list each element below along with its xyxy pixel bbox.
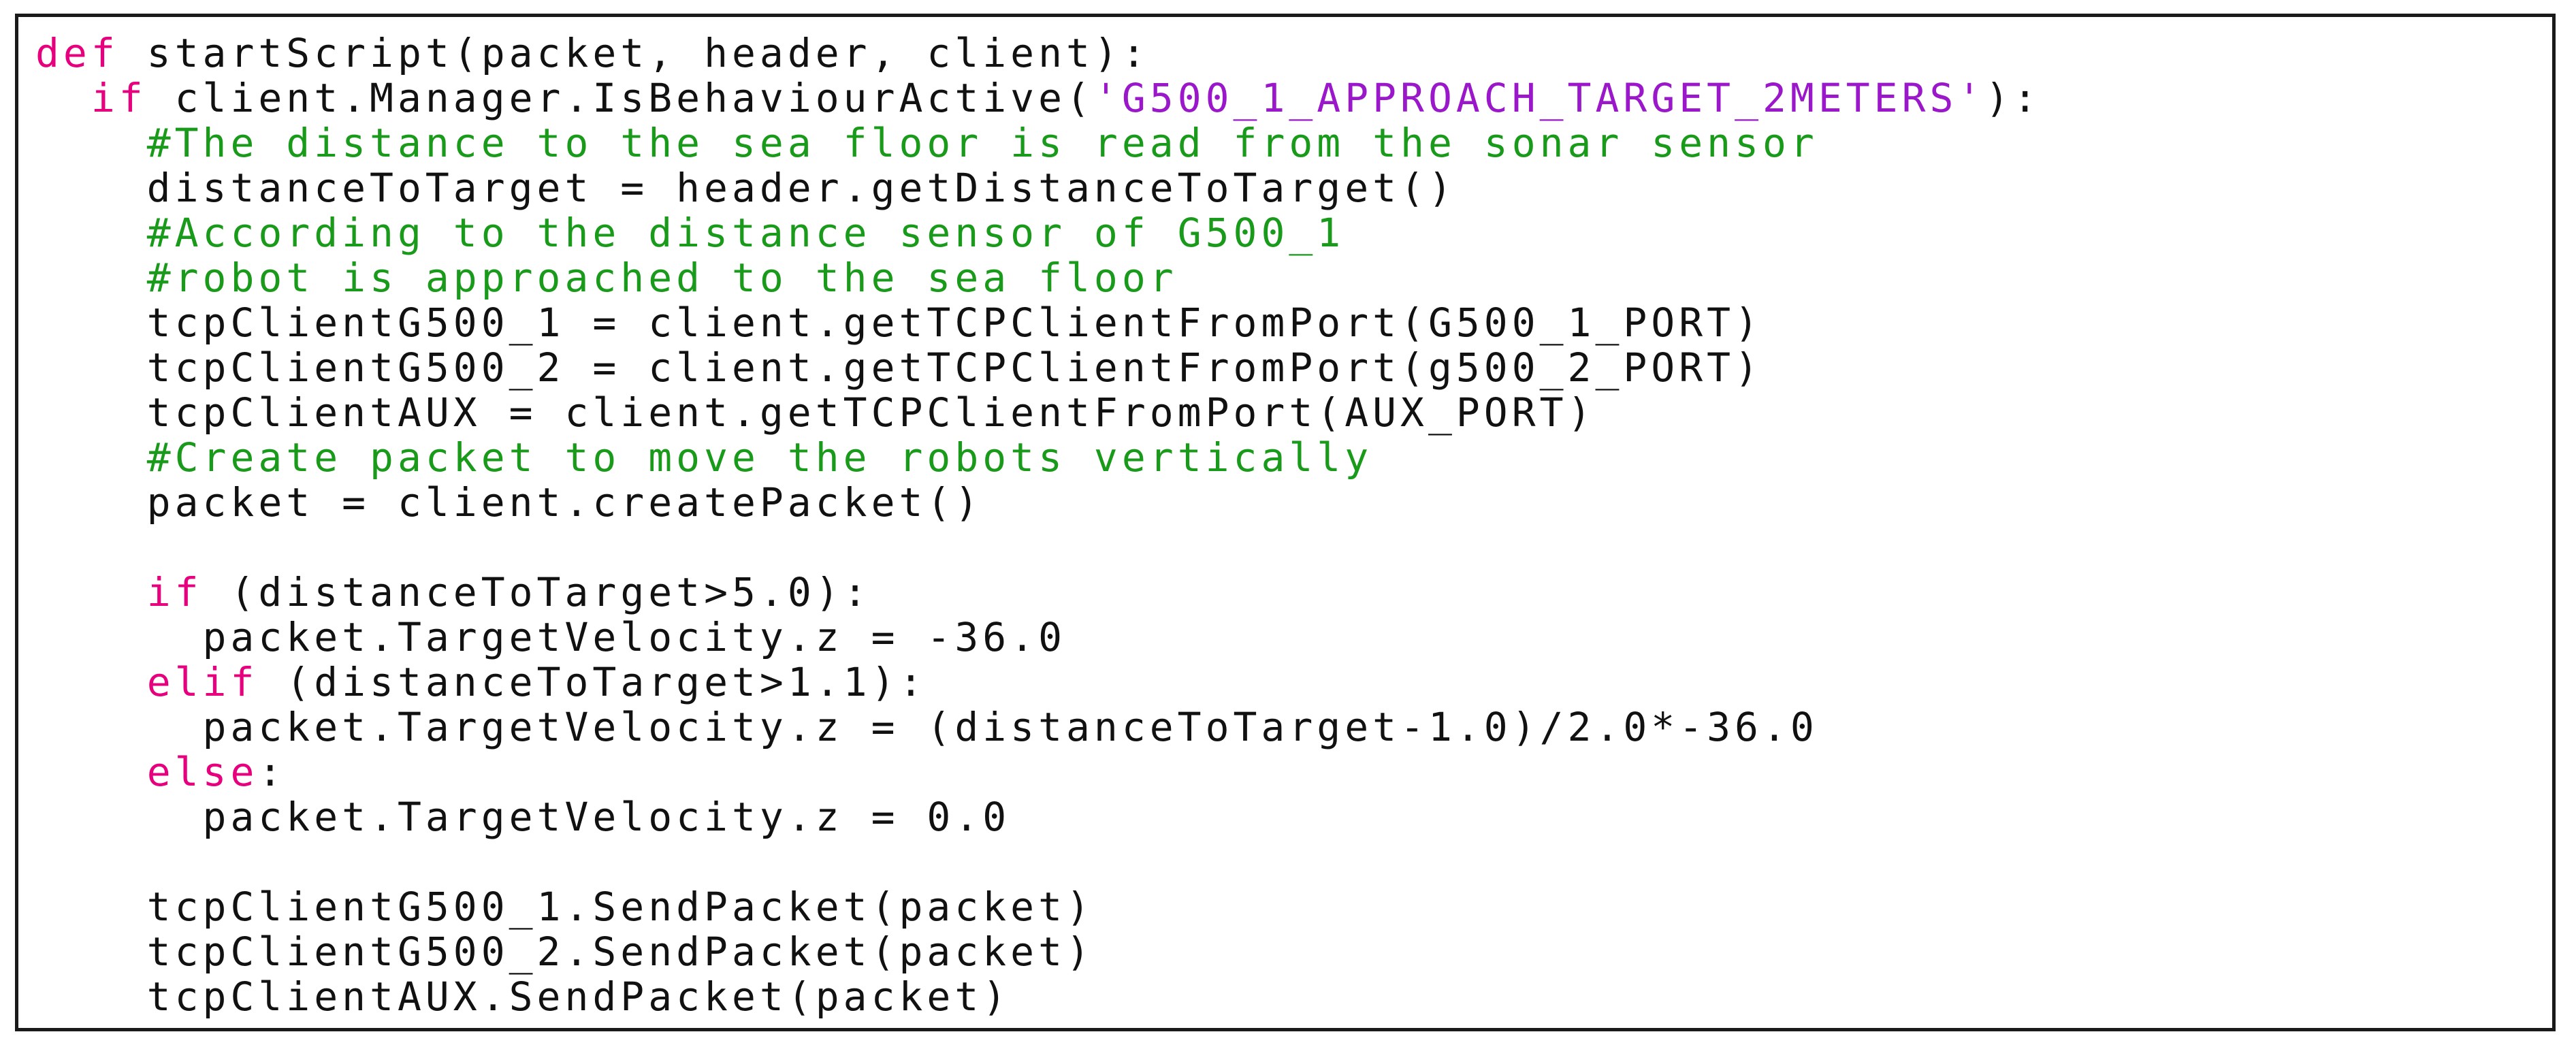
code-token: tcpClientAUX = client.getTCPClientFromPo… xyxy=(35,389,1596,436)
keyword-token: if xyxy=(146,569,203,615)
code-line: tcpClientAUX = client.getTCPClientFromPo… xyxy=(35,390,2041,435)
code-token xyxy=(35,749,147,795)
code-line: packet.TargetVelocity.z = 0.0 xyxy=(35,794,2041,839)
code-token: tcpClientAUX.SendPacket(packet) xyxy=(35,973,1011,1020)
code-token: startScript(packet, header, client): xyxy=(118,30,1150,76)
code-line: else: xyxy=(35,750,2041,794)
code-line: tcpClientG500_1.SendPacket(packet) xyxy=(35,884,2041,929)
code-token: packet = client.createPacket() xyxy=(35,479,983,526)
string-token: 'G500_1_APPROACH_TARGET_2METERS' xyxy=(1093,75,1986,121)
comment-token: #Create packet to move the robots vertic… xyxy=(146,434,1373,481)
code-line: #The distance to the sea floor is read f… xyxy=(35,120,2041,165)
code-token: tcpClientG500_2 = client.getTCPClientFro… xyxy=(35,344,1762,391)
code-token: tcpClientG500_1 = client.getTCPClientFro… xyxy=(35,300,1762,346)
code-line: def startScript(packet, header, client): xyxy=(35,31,2041,76)
code-token: tcpClientG500_1.SendPacket(packet) xyxy=(35,884,1094,930)
code-token xyxy=(35,569,147,615)
code-listing: def startScript(packet, header, client):… xyxy=(15,14,2556,1031)
code-line: #Create packet to move the robots vertic… xyxy=(35,435,2041,480)
code-token: (distanceToTarget>5.0): xyxy=(202,569,871,615)
code-line: tcpClientG500_1 = client.getTCPClientFro… xyxy=(35,300,2041,345)
code-token xyxy=(35,120,147,166)
code-token xyxy=(35,210,147,256)
code-token: client.Manager.IsBehaviourActive( xyxy=(146,75,1094,121)
keyword-token: else xyxy=(146,749,259,795)
code-token xyxy=(35,75,91,121)
keyword-token: def xyxy=(35,30,119,76)
code-token: : xyxy=(258,749,287,795)
code-line: distanceToTarget = header.getDistanceToT… xyxy=(35,165,2041,210)
code-line: packet.TargetVelocity.z = -36.0 xyxy=(35,615,2041,660)
comment-token: #According to the distance sensor of G50… xyxy=(146,210,1345,256)
code-token: packet.TargetVelocity.z = (distanceToTar… xyxy=(35,704,1818,750)
code-token xyxy=(35,255,147,301)
code-token: tcpClientG500_2.SendPacket(packet) xyxy=(35,929,1094,975)
code-token: (distanceToTarget>1.1): xyxy=(258,659,927,705)
code-token: packet.TargetVelocity.z = -36.0 xyxy=(35,614,1067,660)
keyword-token: if xyxy=(91,75,147,121)
code-token: ): xyxy=(1985,75,2042,121)
code-line: tcpClientG500_2.SendPacket(packet) xyxy=(35,929,2041,974)
code-block: def startScript(packet, header, client):… xyxy=(35,31,2041,1019)
code-token xyxy=(35,659,147,705)
code-token: distanceToTarget = header.getDistanceToT… xyxy=(35,165,1456,211)
code-line: packet.TargetVelocity.z = (distanceToTar… xyxy=(35,705,2041,750)
keyword-token: elif xyxy=(146,659,259,705)
code-line: #robot is approached to the sea floor xyxy=(35,255,2041,300)
code-line: tcpClientAUX.SendPacket(packet) xyxy=(35,974,2041,1019)
code-line: elif (distanceToTarget>1.1): xyxy=(35,660,2041,705)
code-token xyxy=(35,434,147,481)
code-line: if client.Manager.IsBehaviourActive('G50… xyxy=(35,76,2041,120)
comment-token: #robot is approached to the sea floor xyxy=(146,255,1178,301)
code-line xyxy=(35,525,2041,570)
code-token: packet.TargetVelocity.z = 0.0 xyxy=(35,794,1011,840)
comment-token: #The distance to the sea floor is read f… xyxy=(146,120,1818,166)
code-line: if (distanceToTarget>5.0): xyxy=(35,570,2041,615)
code-line: packet = client.createPacket() xyxy=(35,480,2041,525)
code-line xyxy=(35,839,2041,884)
code-line: #According to the distance sensor of G50… xyxy=(35,210,2041,255)
code-line: tcpClientG500_2 = client.getTCPClientFro… xyxy=(35,345,2041,390)
